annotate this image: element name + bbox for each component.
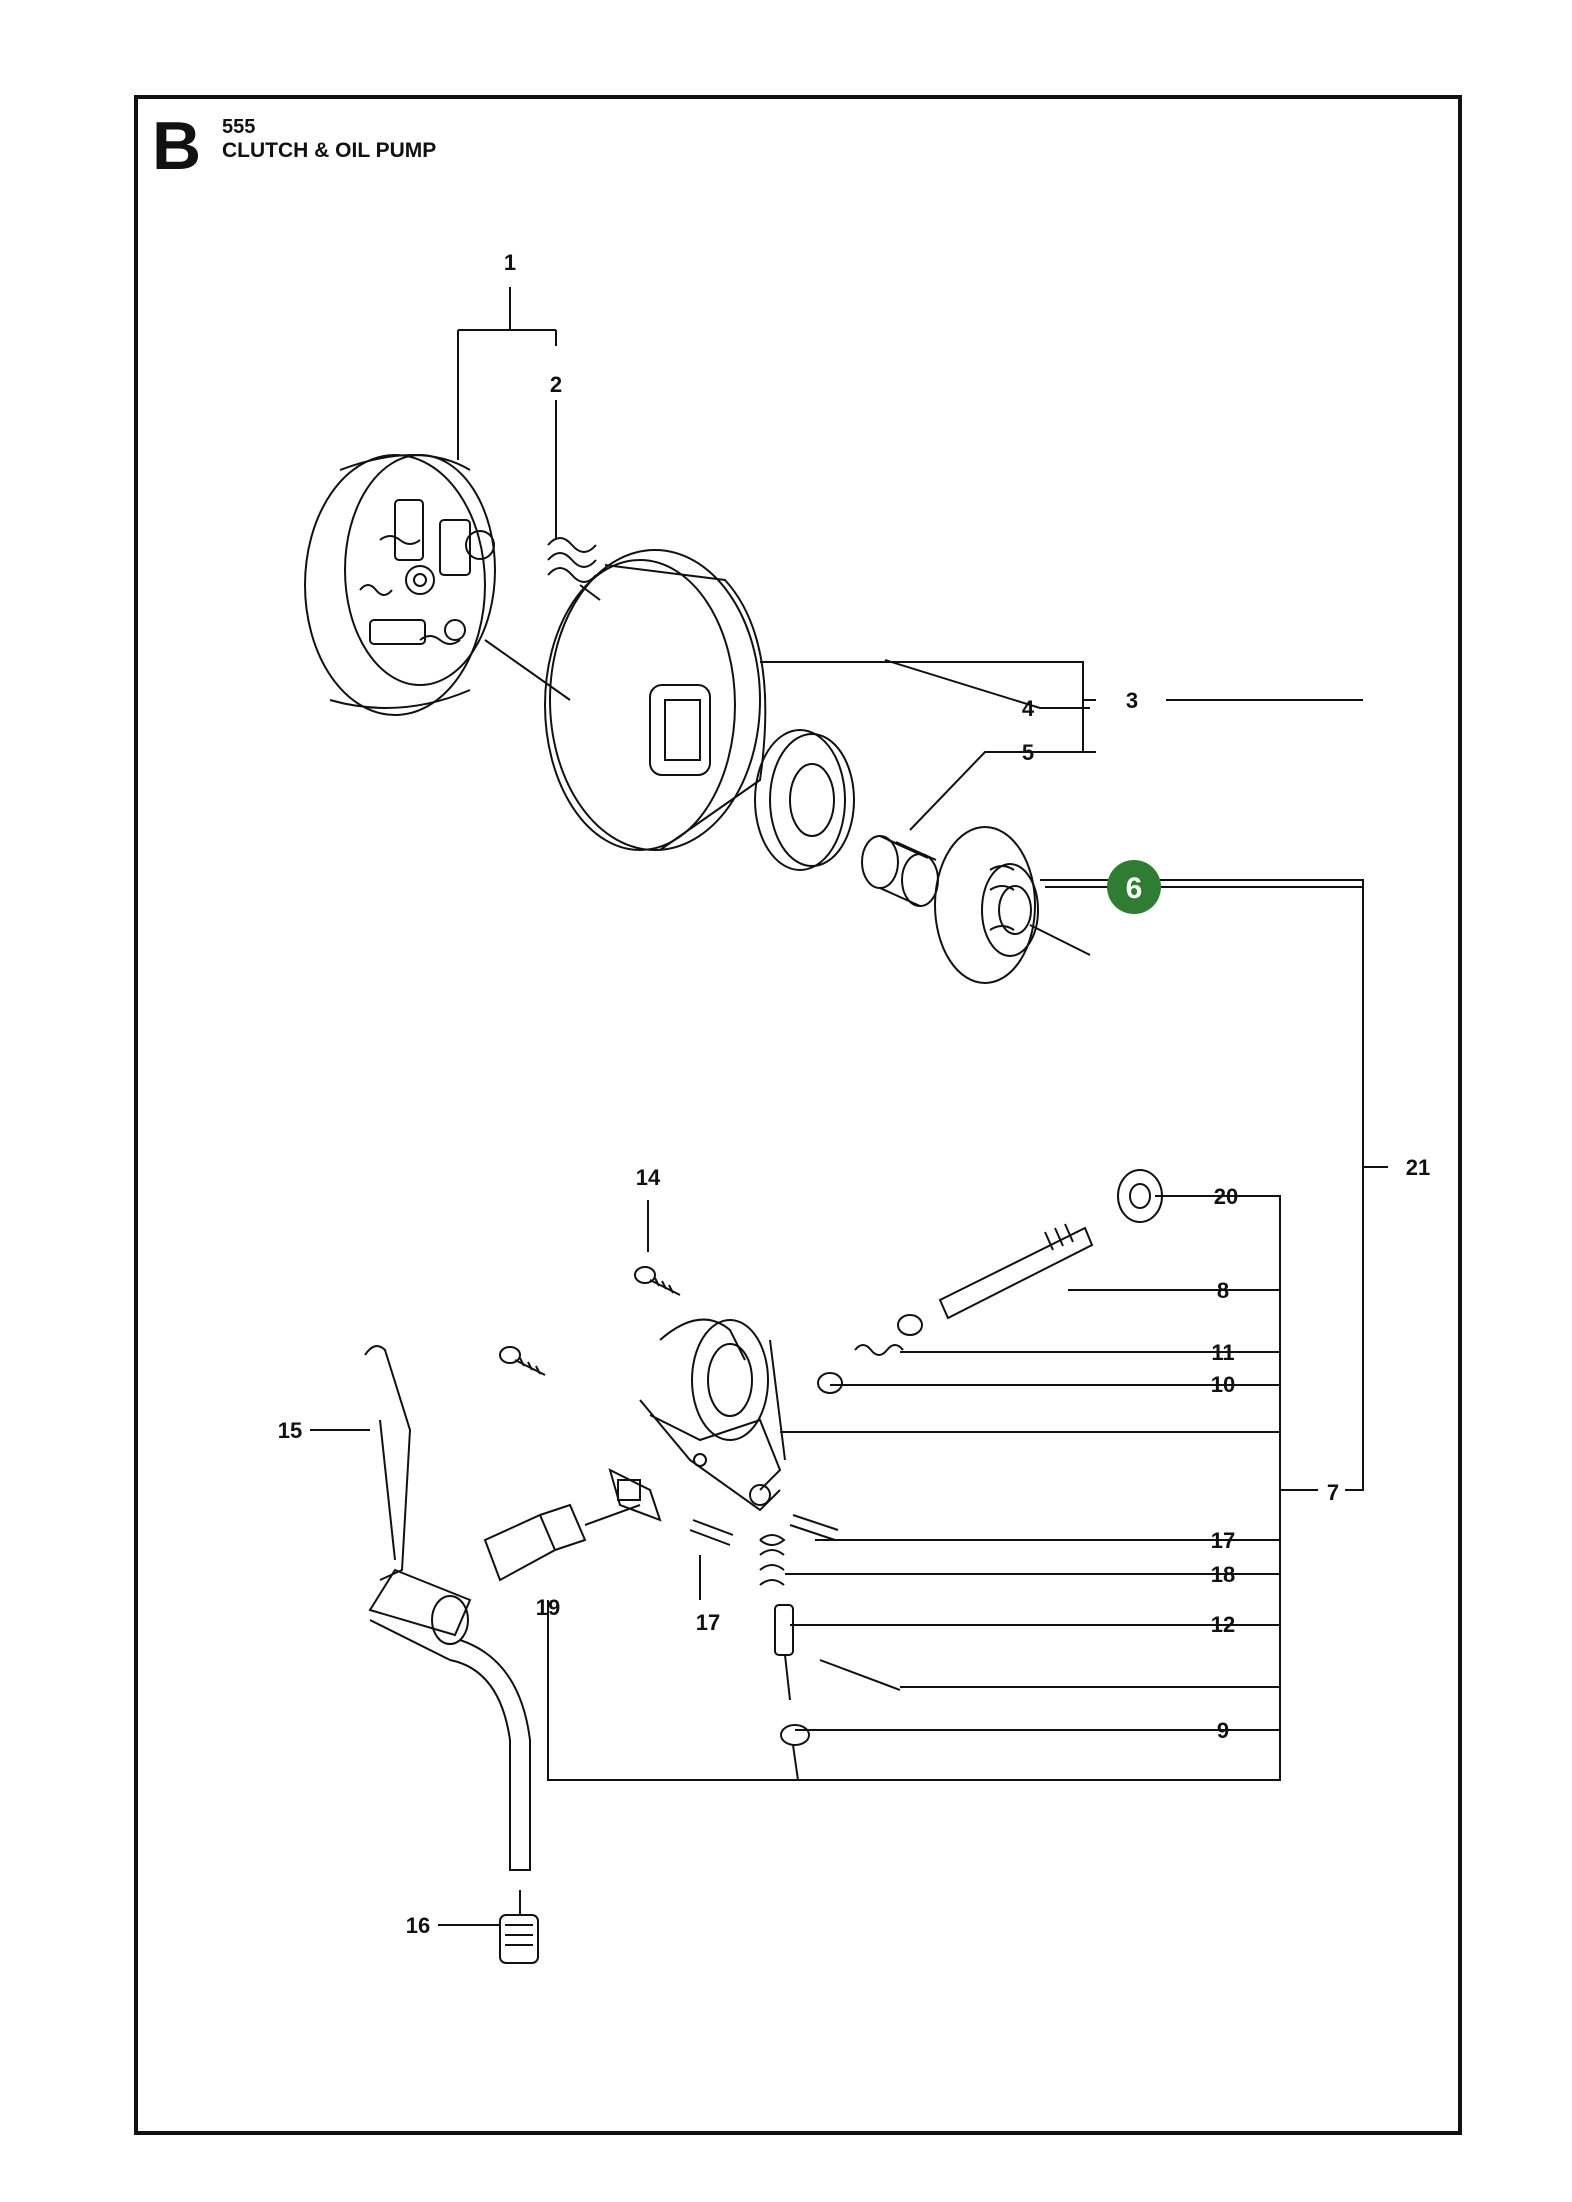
screw-upper <box>499 1346 546 1376</box>
bushing-20 <box>1117 1169 1163 1223</box>
callout-11: 11 <box>1211 1340 1234 1365</box>
callout-19: 19 <box>536 1595 560 1620</box>
callout-6: 6 <box>1126 872 1143 905</box>
callout-4: 4 <box>1022 696 1035 721</box>
callout-17-right: 17 <box>1211 1528 1235 1553</box>
clutch-drum <box>544 549 767 851</box>
clutch-assembly <box>304 454 571 716</box>
callout-2: 2 <box>550 372 562 397</box>
callout-9: 9 <box>1217 1718 1229 1743</box>
oil-pump-housing <box>608 1318 786 1522</box>
callout-14: 14 <box>636 1165 661 1190</box>
callout-5: 5 <box>1022 740 1034 765</box>
oil-hose <box>364 1345 531 1871</box>
diagram-frame <box>134 95 1462 2135</box>
callout-20: 20 <box>1214 1184 1238 1209</box>
pin-17-b <box>689 1519 734 1546</box>
callout-8: 8 <box>1217 1278 1229 1303</box>
piston-12 <box>774 1604 901 1781</box>
connector-19 <box>483 1503 641 1582</box>
callout-18: 18 <box>1211 1562 1235 1587</box>
callout-3: 3 <box>1126 688 1138 713</box>
callout-10: 10 <box>1211 1372 1235 1397</box>
pin-17-a <box>789 1514 839 1541</box>
section-title: CLUTCH & OIL PUMP <box>222 139 437 162</box>
washer-11 <box>854 1314 923 1356</box>
callout-labels: 1 2 3 4 5 7 8 9 10 11 12 14 15 16 17 17 … <box>278 250 1430 1938</box>
callout-21: 21 <box>1406 1155 1430 1180</box>
callout-15: 15 <box>278 1418 302 1443</box>
drive-worm <box>934 826 1091 984</box>
washer-10 <box>817 1372 843 1394</box>
model-number: 555 <box>222 116 256 138</box>
rim-sprocket <box>754 729 855 871</box>
pump-plunger <box>938 1223 1094 1320</box>
callout-1: 1 <box>504 250 516 275</box>
filter-16 <box>499 1890 539 1964</box>
callout-16: 16 <box>406 1913 430 1938</box>
leader-lines <box>310 287 1388 1926</box>
callout-7: 7 <box>1327 1480 1339 1505</box>
spring-18 <box>759 1534 786 1586</box>
callout-6-highlight: 6 <box>1045 860 1363 914</box>
section-letter: B <box>152 108 202 184</box>
needle-bearing <box>861 835 939 907</box>
screw-14 <box>634 1266 681 1296</box>
callout-17-lower: 17 <box>696 1610 720 1635</box>
callout-12: 12 <box>1211 1612 1235 1637</box>
clutch-spring <box>547 537 601 601</box>
